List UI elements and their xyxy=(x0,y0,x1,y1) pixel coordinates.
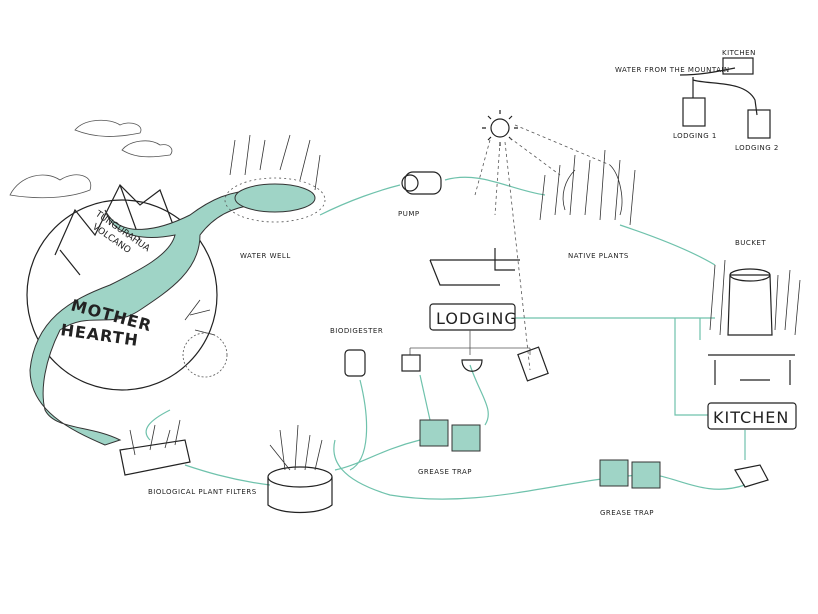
kitchen-box xyxy=(707,402,797,430)
biodigester-label: BIODIGESTER xyxy=(330,327,383,335)
lodging-box xyxy=(429,303,516,331)
legend-lodging2-label: LODGING 2 xyxy=(735,144,779,152)
bucket-label: BUCKET xyxy=(735,239,766,247)
pump-label: PUMP xyxy=(398,210,420,218)
plant-filters-illustration: BIOLOGICAL PLANT FILTERS xyxy=(119,419,333,514)
grease-trap-2-label: GREASE TRAP xyxy=(600,509,654,517)
sink-icon xyxy=(461,359,483,372)
grease-trap-1-label: GREASE TRAP xyxy=(418,468,472,476)
native-plants-label: NATIVE PLANTS xyxy=(568,252,629,260)
mother-hearth-illustration: TUNGURAHUA VOLCANO MOTHER HEARTH xyxy=(26,183,263,446)
kitchen-sink-icon xyxy=(734,464,769,488)
legend-kitchen-label: KITCHEN xyxy=(722,49,756,57)
flow-lines xyxy=(145,176,746,500)
grease-trap-2: GREASE TRAP xyxy=(599,459,661,517)
kitchen-label: KITCHEN xyxy=(713,408,789,427)
legend-lodging1-label: LODGING 1 xyxy=(673,132,717,140)
lodging-illustration: LODGING xyxy=(401,248,549,382)
water-well-illustration: WATER WELL xyxy=(224,134,326,260)
native-plants-illustration: NATIVE PLANTS xyxy=(539,149,636,260)
shower-icon xyxy=(517,346,549,382)
kitchen-illustration: KITCHEN xyxy=(707,354,797,488)
toilet-icon xyxy=(401,354,421,372)
lodging-label: LODGING xyxy=(436,309,518,328)
legend-source-label: WATER FROM THE MOUNTAIN xyxy=(615,66,730,74)
water-well-label: WATER WELL xyxy=(240,252,291,260)
sun-icon xyxy=(474,110,611,371)
biodigester-illustration: BIODIGESTER xyxy=(330,327,383,377)
plant-filters-label: BIOLOGICAL PLANT FILTERS xyxy=(148,488,257,496)
grease-trap-1: GREASE TRAP xyxy=(418,419,481,476)
bucket-illustration: BUCKET xyxy=(709,239,801,336)
cloud-icons xyxy=(9,119,173,199)
distribution-legend: WATER FROM THE MOUNTAIN KITCHEN LODGING … xyxy=(615,49,779,152)
pump-illustration: PUMP xyxy=(398,171,442,218)
